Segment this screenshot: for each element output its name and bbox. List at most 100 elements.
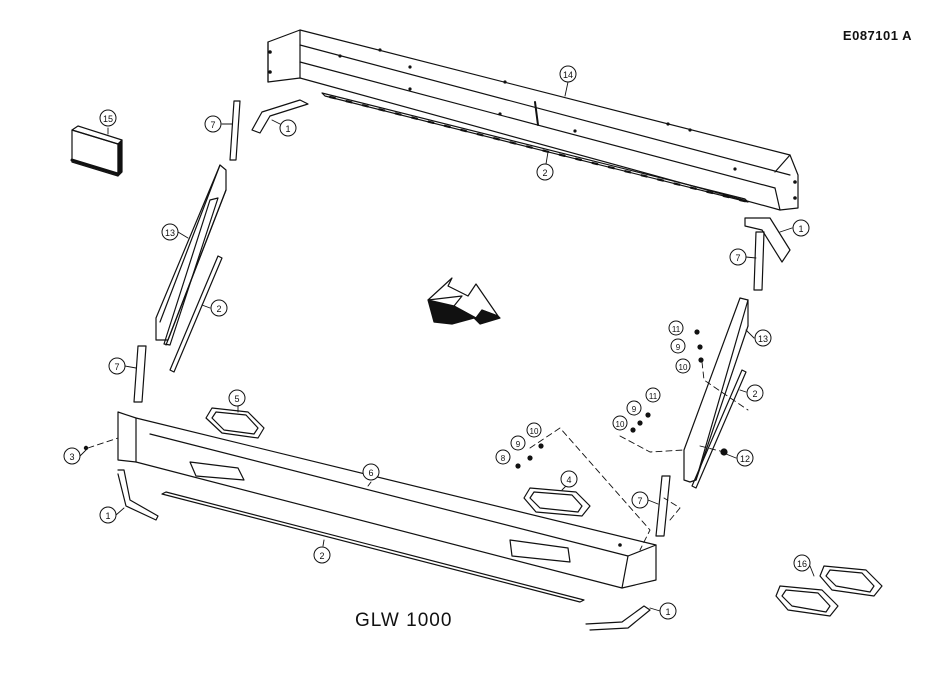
callout-8-center-hardware: 8: [496, 450, 510, 464]
svg-text:14: 14: [563, 70, 573, 80]
svg-text:1: 1: [285, 124, 290, 134]
svg-text:6: 6: [368, 468, 373, 478]
strip-slot: [560, 155, 565, 156]
drawing-code: E087101 A: [843, 28, 912, 43]
callout-13-right-side-rail: 13: [755, 330, 771, 346]
callout-12-nut: 12: [737, 450, 753, 466]
strip-slot: [691, 188, 696, 189]
hardware-dots: [84, 329, 704, 546]
callout-2-left-strip: 2: [211, 300, 227, 316]
callout-10-center-hardware: 10: [527, 423, 541, 437]
callout-10-mid-hardware: 10: [613, 416, 627, 430]
strip-slot: [494, 138, 499, 139]
callout-9-right-hardware: 9: [671, 339, 685, 353]
lower-right-plate: [656, 476, 670, 536]
callout-1-lower-left-bracket: 1: [100, 507, 116, 523]
callout-7-lower-right-plate: 7: [632, 492, 648, 508]
left-side-rail: [156, 165, 226, 345]
callout-11-mid-hardware: 11: [646, 388, 660, 402]
svg-text:2: 2: [752, 389, 757, 399]
svg-text:9: 9: [632, 405, 637, 414]
strip-slot: [576, 159, 581, 160]
svg-text:10: 10: [679, 363, 688, 372]
callout-2-front-strip: 2: [314, 547, 330, 563]
strip-slot: [625, 171, 630, 172]
lower-left-bracket: [118, 470, 158, 520]
svg-text:11: 11: [672, 325, 681, 334]
upper-right-bracket: [745, 218, 790, 262]
svg-text:1: 1: [798, 224, 803, 234]
top-rear-rail: [268, 30, 798, 210]
strip-slot: [428, 122, 433, 123]
svg-text:10: 10: [530, 427, 539, 436]
callout-2-right-strip: 2: [747, 385, 763, 401]
center-bumper-pad-inner: [530, 492, 582, 512]
callouts: 14 15 7 1 2 13 2 7 5 3 1 6 2 1 7 13 2 11…: [64, 66, 810, 619]
svg-text:7: 7: [735, 253, 740, 263]
svg-text:2: 2: [542, 168, 547, 178]
strip-slot: [412, 118, 417, 119]
strip-slot: [445, 126, 450, 127]
callout-1-upper-left-bracket: 1: [280, 120, 296, 136]
callout-15-pad: 15: [100, 110, 116, 126]
strip-slot: [609, 167, 614, 168]
strip-slot: [674, 184, 679, 185]
callout-11-right-hardware: 11: [669, 321, 683, 335]
direction-arrow: [428, 278, 500, 324]
svg-text:13: 13: [165, 228, 175, 238]
callout-2-top-strip: 2: [537, 164, 553, 180]
strip-slot: [396, 113, 401, 114]
callout-5-left-bumper-pad: 5: [229, 390, 245, 406]
svg-text:7: 7: [637, 496, 642, 506]
callout-9-mid-hardware: 9: [627, 401, 641, 415]
strip-slot: [592, 163, 597, 164]
callout-7-lower-left-plate: 7: [109, 358, 125, 374]
strip-slot: [346, 101, 351, 102]
svg-text:7: 7: [210, 120, 215, 130]
strip-slot: [658, 179, 663, 180]
strip-slot: [527, 146, 532, 147]
svg-text:16: 16: [797, 559, 807, 569]
strip-slot: [330, 97, 335, 98]
callout-6-front-rail: 6: [363, 464, 379, 480]
svg-text:1: 1: [665, 607, 670, 617]
right-slotted-strip: [692, 370, 746, 488]
svg-text:7: 7: [114, 362, 119, 372]
spare-pads: [776, 566, 882, 616]
callout-13-left-side-rail: 13: [162, 224, 178, 240]
rubber-pad: [72, 126, 122, 176]
strip-slot: [642, 175, 647, 176]
callout-14-top-rear-rail: 14: [560, 66, 576, 82]
callout-3-bolt: 3: [64, 448, 80, 464]
callout-4-center-bumper-pad: 4: [561, 471, 577, 487]
svg-text:9: 9: [676, 343, 681, 352]
callout-leaders: [80, 82, 814, 611]
lower-right-bracket: [586, 606, 650, 630]
callout-16-spare-pads: 16: [794, 555, 810, 571]
callout-9-center-hardware: 9: [511, 436, 525, 450]
strip-slot: [724, 196, 729, 197]
strip-slot: [707, 192, 712, 193]
svg-text:2: 2: [319, 551, 324, 561]
left-bumper-pad: [206, 408, 264, 438]
svg-text:4: 4: [566, 475, 571, 485]
svg-text:8: 8: [501, 454, 506, 463]
svg-text:12: 12: [740, 454, 750, 464]
svg-text:1: 1: [105, 511, 110, 521]
callout-10-right-hardware: 10: [676, 359, 690, 373]
svg-text:9: 9: [516, 440, 521, 449]
svg-text:3: 3: [69, 452, 74, 462]
upper-left-plate: [230, 101, 240, 160]
svg-text:15: 15: [103, 114, 113, 124]
svg-text:10: 10: [616, 420, 625, 429]
strip-slot: [740, 200, 745, 201]
callout-7-upper-left-plate: 7: [205, 116, 221, 132]
svg-text:13: 13: [758, 334, 768, 344]
strip-slot: [543, 151, 548, 152]
svg-text:11: 11: [649, 392, 658, 401]
model-label: GLW 1000: [355, 610, 452, 632]
svg-text:5: 5: [234, 394, 239, 404]
svg-text:2: 2: [216, 304, 221, 314]
